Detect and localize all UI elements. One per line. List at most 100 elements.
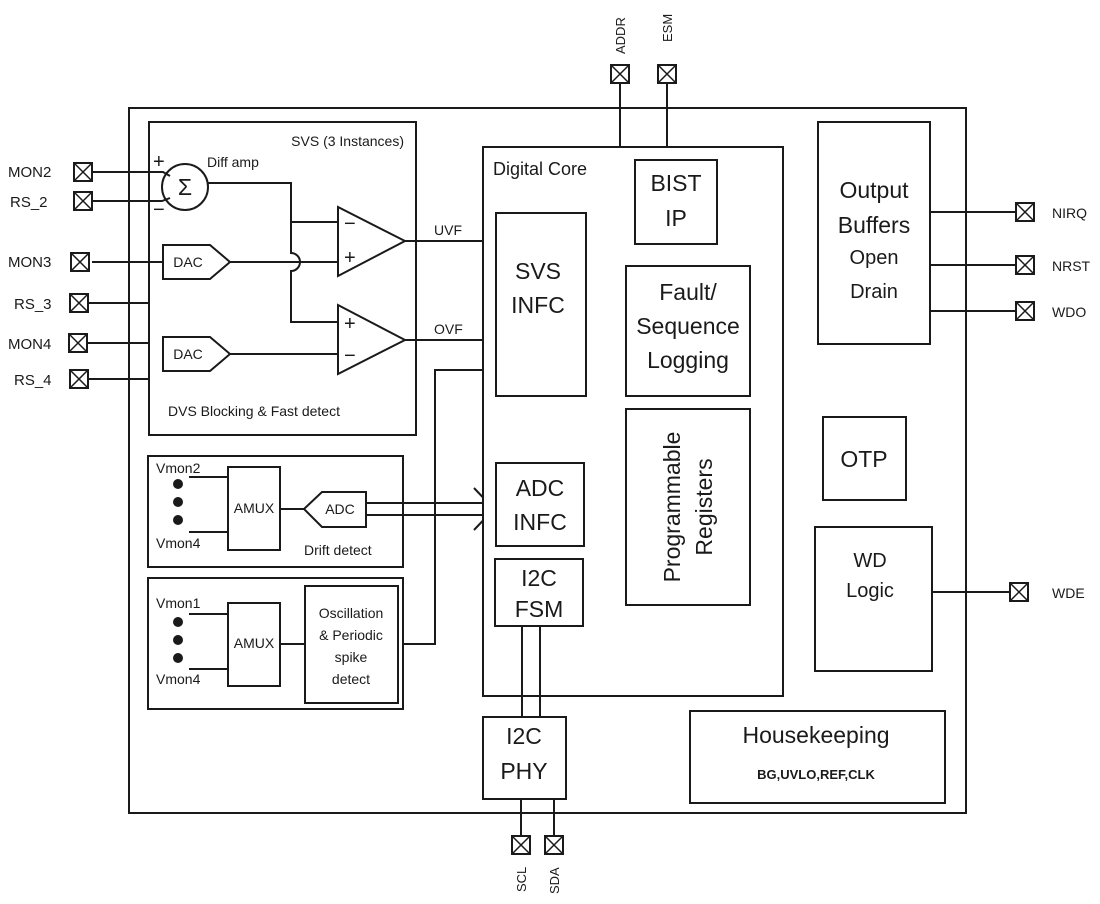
drift-amux <box>227 466 281 551</box>
housekeeping-box <box>689 710 946 804</box>
diffamp-to-comparators-wire <box>208 182 338 223</box>
adc-shape <box>302 491 367 528</box>
osc-vmon-top: Vmon1 <box>156 595 201 611</box>
diff-amp-label: Diff amp <box>207 154 259 170</box>
wd-logic-line-2: Logic <box>846 580 894 602</box>
diffamp-to-ov-wire <box>290 222 338 323</box>
pin-mon4-label: MON4 <box>8 336 51 353</box>
pin-addr: ADDR <box>610 17 630 84</box>
svs-infc-line-2: INFC <box>511 292 565 318</box>
ov-comp-minus: − <box>344 345 356 367</box>
diff-amp-minus: − <box>153 199 165 221</box>
output-buffers-line-3: Open <box>850 247 899 269</box>
digital-core-title: Digital Core <box>493 159 587 179</box>
pin-mon3: MON3 <box>8 252 90 272</box>
pin-rs2: RS_2 <box>10 191 93 211</box>
drift-vmon-top: Vmon2 <box>156 460 201 476</box>
pin-wdo: WDO <box>1015 301 1086 321</box>
osc-detect-line-4: detect <box>332 671 370 687</box>
pin-rs4: RS_4 <box>14 369 89 389</box>
osc-dot-1 <box>173 617 183 627</box>
pin-sda: SDA <box>544 835 564 894</box>
fault-box <box>625 265 751 397</box>
output-buffers-line-1: Output <box>839 177 909 203</box>
fault-line-2: Sequence <box>636 313 740 339</box>
bist-box <box>634 159 718 245</box>
digital-core: Digital Core BIST IP SVS INFC Fault/ Seq… <box>482 146 784 697</box>
diff-amp-plus: + <box>153 151 165 173</box>
pin-addr-label: ADDR <box>613 17 628 54</box>
adc-infc-box <box>495 462 585 547</box>
pin-scl: SCL <box>511 835 531 892</box>
dac1-shape <box>162 244 232 280</box>
pin-rs3-label: RS_3 <box>14 296 52 313</box>
uv-comparator-shape <box>337 205 408 278</box>
osc-dot-2 <box>173 635 183 645</box>
osc-dot-3 <box>173 653 183 663</box>
dac2-shape <box>162 336 232 372</box>
uvf-label: UVF <box>434 222 462 238</box>
svs-infc-line-1: SVS <box>515 258 561 284</box>
pin-esm-label: ESM <box>660 14 675 42</box>
pin-nirq-label: NIRQ <box>1052 205 1087 221</box>
summing-junction-icon <box>161 163 209 211</box>
osc-to-svs-wire <box>398 369 496 645</box>
output-buffers-box <box>817 121 931 345</box>
registers-box <box>625 408 751 606</box>
svs-title: SVS (3 Instances) <box>291 133 404 149</box>
pin-mon4: MON4 <box>8 333 88 353</box>
pin-nirq: NIRQ <box>1015 202 1087 222</box>
osc-detect-line-2: & Periodic <box>319 627 383 643</box>
drift-detect-block: Vmon2 Vmon4 AMUX ADC Drift detect <box>147 455 404 568</box>
drift-vmon-bottom: Vmon4 <box>156 535 201 551</box>
housekeeping-sub: BG,UVLO,REF,CLK <box>757 767 875 782</box>
osc-vmon-bottom: Vmon4 <box>156 671 201 687</box>
uv-comp-plus: + <box>344 247 356 269</box>
pin-rs2-label: RS_2 <box>10 194 48 211</box>
drift-dot-1 <box>173 479 183 489</box>
osc-detect-line-3: spike <box>335 649 368 665</box>
adc-infc-line-2: INFC <box>513 509 567 535</box>
dac1-label: DAC <box>173 254 203 270</box>
pin-nrst-label: NRST <box>1052 258 1091 274</box>
output-buffers-line-2: Buffers <box>838 212 910 238</box>
pin-mon2-label: MON2 <box>8 164 51 181</box>
pin-nrst: NRST <box>1015 255 1091 275</box>
pin-mon3-label: MON3 <box>8 254 51 271</box>
housekeeping-title: Housekeeping <box>742 722 889 748</box>
drift-dot-3 <box>173 515 183 525</box>
pin-rs3: RS_3 <box>14 293 89 313</box>
osc-amux-label: AMUX <box>234 635 275 651</box>
oscillation-block: Vmon1 Vmon4 AMUX Oscillation & Periodic … <box>147 577 404 710</box>
pin-scl-label: SCL <box>514 867 529 892</box>
ov-comparator-shape <box>337 303 408 376</box>
wd-logic-line-1: WD <box>853 550 886 572</box>
uv-comp-minus: − <box>344 213 356 235</box>
ovf-label: OVF <box>434 321 463 337</box>
osc-detect-box <box>304 585 399 704</box>
otp-box <box>822 416 907 501</box>
osc-detect-line-1: Oscillation <box>319 605 384 621</box>
pin-wde-label: WDE <box>1052 585 1085 601</box>
adc-infc-line-1: ADC <box>516 475 565 501</box>
svs-infc-box <box>495 212 587 397</box>
bist-line-1: BIST <box>650 170 701 196</box>
pin-mon2: MON2 <box>8 162 93 182</box>
dac2-label: DAC <box>173 346 203 362</box>
i2c-fsm-box <box>494 558 584 627</box>
output-buffers-line-4: Drain <box>850 281 898 303</box>
i2c-phy-line-2: PHY <box>500 758 547 784</box>
wd-logic-box <box>814 526 933 672</box>
i2c-fsm-line-2: FSM <box>515 596 564 622</box>
registers-line-2: Registers <box>691 458 717 555</box>
pin-rs4-label: RS_4 <box>14 372 52 389</box>
pin-esm: ESM <box>657 14 677 84</box>
i2c-fsm-line-1: I2C <box>521 565 557 591</box>
fault-line-3: Logging <box>647 347 729 373</box>
registers-line-1: Programmable <box>659 432 685 583</box>
i2c-phy-box <box>482 716 567 800</box>
ov-comp-plus: + <box>344 313 356 335</box>
drift-dot-2 <box>173 497 183 507</box>
otp-label: OTP <box>840 446 887 472</box>
